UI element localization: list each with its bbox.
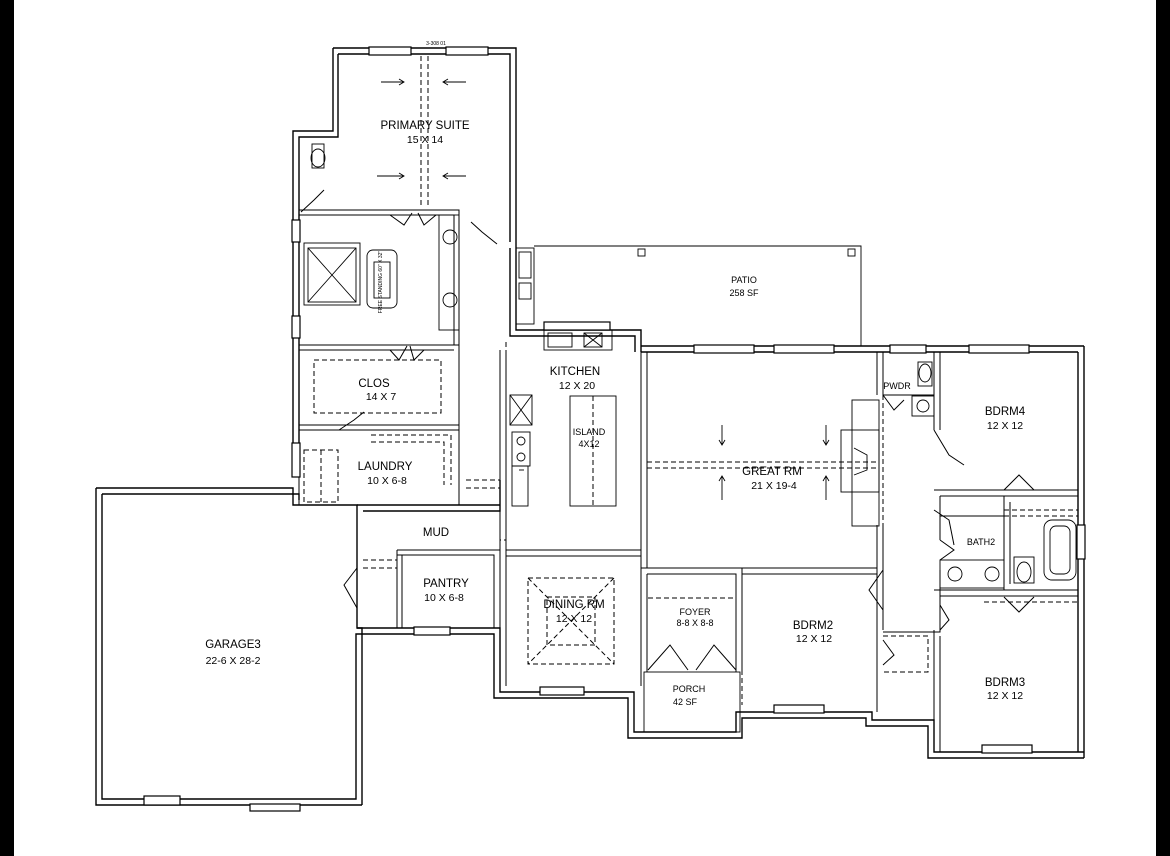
foyer-label: FOYER: [679, 607, 711, 617]
mud-label: MUD: [423, 527, 449, 539]
primary-suite-label: PRIMARY SUITE: [380, 120, 469, 132]
bdrm4-dims: 12 X 12: [987, 420, 1023, 432]
dining-dims: 12 X 12: [556, 613, 592, 625]
laundry-dims: 10 X 6-8: [367, 475, 407, 487]
fixtures: [303, 78, 1077, 665]
porch-dims: 42 SF: [673, 697, 698, 707]
patio-outline: [534, 245, 862, 346]
great-rm-dims: 21 X 19-4: [751, 480, 797, 492]
great-rm-label: GREAT RM: [742, 466, 802, 478]
bdrm2-dims: 12 X 12: [796, 633, 832, 645]
island-label: ISLAND: [573, 427, 606, 437]
floor-plan-sheet: 3-308 01 PRIMARY SUITE 15 X 14 FREE STAN…: [14, 0, 1156, 856]
pantry-dims: 10 X 6-8: [424, 592, 464, 604]
top-note-label: 3-308 01: [426, 41, 446, 47]
patio-label: PATIO: [731, 275, 757, 285]
patio-dims: 258 SF: [729, 288, 759, 298]
tub-note-label: FREE STANDING 60" X 32": [378, 251, 384, 314]
kitchen-dims: 12 X 20: [559, 380, 595, 392]
room-labels: 3-308 01 PRIMARY SUITE 15 X 14 FREE STAN…: [205, 41, 1026, 707]
garage-dims: 22-6 X 28-2: [206, 655, 261, 667]
bdrm3-dims: 12 X 12: [987, 690, 1023, 702]
bdrm3-label: BDRM3: [985, 677, 1025, 689]
kitchen-label: KITCHEN: [550, 366, 600, 378]
porch-label: PORCH: [673, 684, 706, 694]
laundry-label: LAUNDRY: [358, 461, 413, 473]
pwdr-label: PWDR: [883, 381, 911, 391]
primary-suite-dims: 15 X 14: [407, 134, 443, 146]
dining-label: DINING RM: [543, 599, 604, 611]
interior-walls: [298, 209, 1078, 752]
bath2-label: BATH2: [967, 537, 995, 547]
garage-label: GARAGE3: [205, 639, 261, 651]
floor-plan-drawing: 3-308 01 PRIMARY SUITE 15 X 14 FREE STAN…: [95, 41, 1086, 812]
windows: [143, 46, 1086, 812]
bdrm4-label: BDRM4: [985, 406, 1026, 418]
clos-label: CLOS: [358, 378, 390, 390]
doors: [300, 189, 1035, 671]
pantry-label: PANTRY: [423, 578, 469, 590]
island-dims: 4X12: [578, 439, 599, 449]
clos-dims: 14 X 7: [366, 391, 397, 403]
foyer-dims: 8-8 X 8-8: [676, 618, 713, 628]
bdrm2-label: BDRM2: [793, 620, 833, 632]
